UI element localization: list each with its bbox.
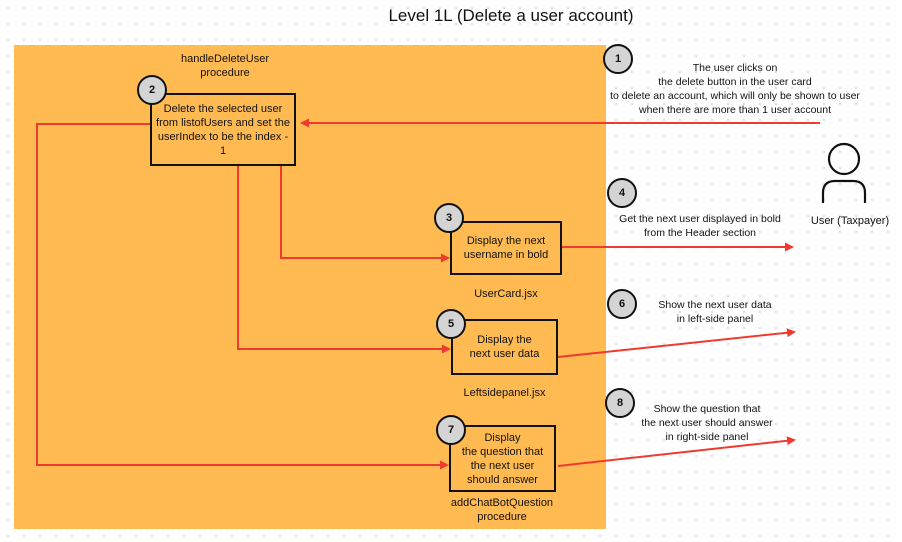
- page-title: Level 1L (Delete a user account): [388, 6, 634, 25]
- arrow-7-to-user: [557, 436, 796, 467]
- step-2-badge: 2: [137, 75, 167, 105]
- procedure-label: handleDeleteUser procedure: [180, 53, 270, 79]
- procedure-panel: [14, 45, 606, 529]
- step-8-note: Show the question that the next user sho…: [641, 403, 773, 443]
- step-6-note: Show the next user data in left-side pan…: [658, 299, 772, 325]
- step-1-note: The user clicks on the delete button in …: [610, 62, 860, 116]
- display-question-box: Display the question that the next user …: [449, 425, 556, 492]
- step-6-badge: 6: [607, 289, 637, 319]
- step-5-badge: 5: [436, 309, 466, 339]
- arrow-5-to-user: [557, 328, 796, 358]
- display-username-box: Display the next username in bold: [450, 221, 562, 275]
- arrow-2-to-5: [237, 166, 451, 354]
- step-1-badge: 1: [603, 44, 633, 74]
- step-8-badge: 8: [605, 388, 635, 418]
- arrow-2-to-3: [280, 166, 450, 263]
- usercard-component-label: UserCard.jsx: [474, 288, 538, 300]
- step-3-badge: 3: [434, 203, 464, 233]
- user-icon: [821, 142, 867, 203]
- chatbot-component-label: addChatBotQuestion procedure: [450, 497, 554, 523]
- step-4-note: Get the next user displayed in bold from…: [619, 213, 781, 239]
- actor-label: User (Taxpayer): [810, 215, 890, 227]
- delete-user-box: Delete the selected user from listofUser…: [150, 93, 296, 166]
- leftsidepanel-component-label: Leftsidepanel.jsx: [463, 387, 546, 399]
- arrow-2-to-7: [36, 123, 449, 470]
- step-7-badge: 7: [436, 415, 466, 445]
- display-user-data-box: Display the next user data: [451, 319, 558, 375]
- step-4-badge: 4: [607, 178, 637, 208]
